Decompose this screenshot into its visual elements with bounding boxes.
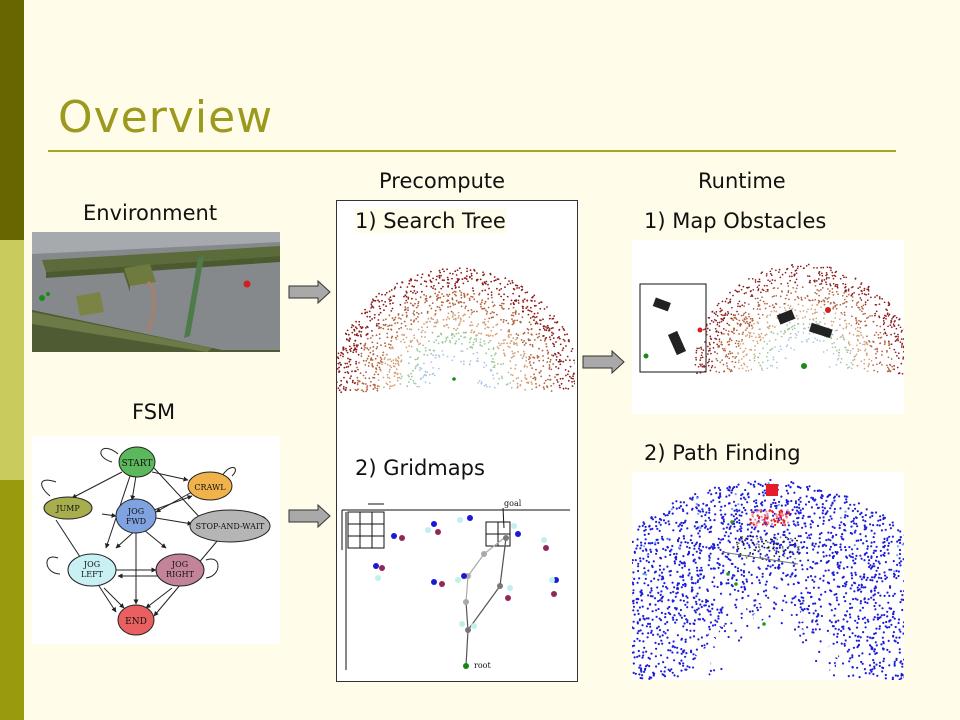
gridmaps-label: 2) Gridmaps [355,456,485,480]
arrow-environment-to-search-tree [288,279,332,305]
slide-title: Overview [58,92,274,143]
gridmaps-image: goal root [338,490,574,676]
map-obstacles-image [632,240,912,414]
sidebar-strip-bottom [0,480,24,720]
fsm-node-jump: JUMP [55,504,80,513]
title-divider [48,150,896,152]
fsm-label: FSM [132,400,176,424]
gridmap-root-label: root [474,661,491,670]
precompute-header: Precompute [379,169,506,193]
fsm-node-crawl: CRAWL [194,483,226,492]
arrow-precompute-to-runtime [582,349,626,375]
fsm-node-jog-fwd-line2: FWD [126,517,146,526]
fsm-node-stop-and-wait: STOP-AND-WAIT [196,522,265,531]
environment-image [32,232,280,352]
arrow-fsm-to-gridmaps [288,503,332,529]
path-finding-image [565,472,960,684]
sidebar-strip-top [0,0,24,240]
fsm-node-jog-right-line1: JOG [171,560,188,569]
fsm-node-jog-left-line2: LEFT [81,570,104,579]
runtime-header: Runtime [698,169,786,193]
fsm-node-jog-left-line1: JOG [83,560,100,569]
gridmap-goal-label: goal [504,499,522,508]
fsm-node-end: END [125,617,147,627]
environment-label: Environment [83,201,218,225]
search-tree-label: 1) Search Tree [355,209,506,233]
search-tree-image [332,244,580,422]
map-obstacles-label: 1) Map Obstacles [644,209,827,233]
path-finding-label: 2) Path Finding [644,441,801,465]
sidebar-strip-middle [0,240,24,480]
fsm-diagram: START JUMP CRAWL JOG FWD STOP-AND-WAIT J… [32,436,280,644]
fsm-node-jog-right-line2: RIGHT [166,570,195,579]
fsm-node-start: START [122,459,153,469]
fsm-node-jog-fwd-line1: JOG [127,507,144,516]
